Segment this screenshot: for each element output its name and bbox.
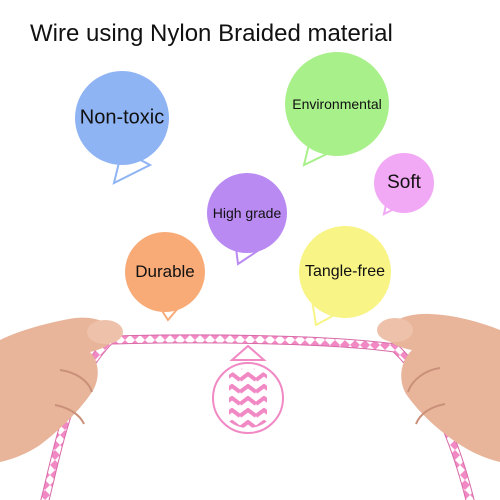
bubble-label-environmental: Environmental [292,96,382,112]
bubble-label-high-grade: High grade [212,205,282,221]
bubble-label-non-toxic: Non-toxic [79,106,165,129]
bubble-durable [125,232,205,322]
braid-magnifier [212,344,284,434]
bubble-tangle-free [299,226,391,327]
bubble-label-soft: Soft [387,172,421,193]
left-hand [0,317,123,462]
bubble-label-durable: Durable [135,262,195,281]
headline: Wire using Nylon Braided material [30,20,393,47]
bubble-soft [374,153,434,216]
bubble-environmental [285,52,389,167]
bubble-label-tangle-free: Tangle-free [304,263,386,280]
bubble-high-grade [207,173,287,266]
bubble-non-toxic [75,71,169,185]
right-hand [377,313,500,462]
